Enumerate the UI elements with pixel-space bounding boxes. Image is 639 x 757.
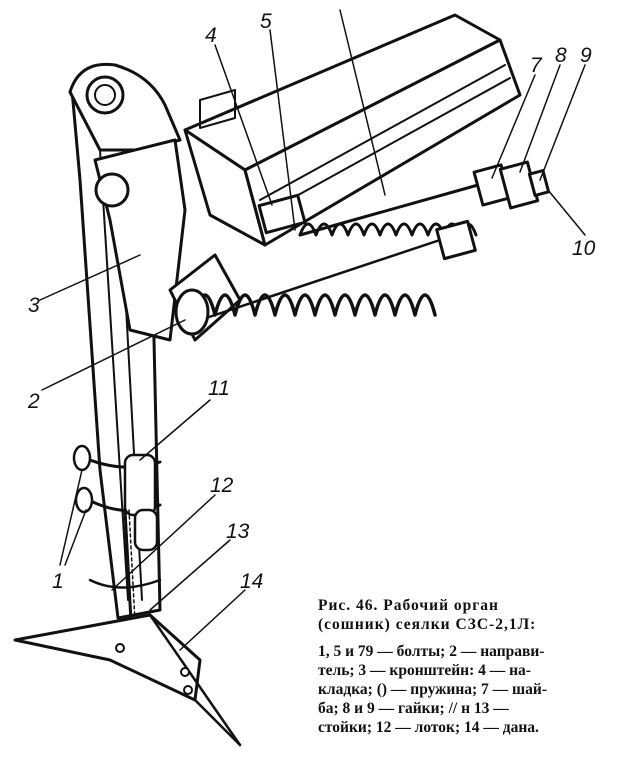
callout-14: 14 (240, 570, 263, 593)
callout-3: 3 (28, 294, 40, 317)
legend-line: 1, 5 и 79 — болты; 2 — направи- (318, 643, 545, 660)
guide-rod (168, 228, 472, 342)
callout-1: 1 (52, 570, 64, 593)
caption-title: Рис. 46. Рабочий орган (сошник) сеялки С… (318, 596, 630, 634)
legend-line: тель; 3 — кронштейн: 4 — на- (318, 662, 531, 679)
caption-title-line-1: Рис. 46. Рабочий орган (318, 597, 499, 614)
callout-8: 8 (555, 44, 567, 67)
callout-9: 9 (580, 44, 592, 67)
pivot-head (68, 62, 182, 152)
upper-spring (257, 160, 551, 237)
figure-caption: Рис. 46. Рабочий орган (сошник) сеялки С… (318, 596, 630, 737)
callout-12: 12 (210, 474, 234, 497)
lower-spring (174, 219, 477, 336)
bracket-plate (93, 138, 187, 342)
callout-2: 2 (27, 390, 40, 413)
legend-line: стойки; 12 — лоток; 14 — дана. (318, 719, 539, 736)
callout-7: 7 (530, 54, 543, 77)
callout-13: 13 (226, 520, 250, 543)
leader-lines (39, 9, 586, 651)
frame-beam (183, 13, 522, 247)
callout-5: 5 (260, 10, 272, 33)
caption-legend: 1, 5 и 79 — болты; 2 — направи- тель; 3 … (318, 642, 630, 737)
legend-line: кладка; () — пружина; 7 — шай- (318, 681, 547, 698)
caption-title-line-2: (сошник) сеялки СЗС-2,1Л: (318, 616, 537, 633)
callout-4: 4 (205, 24, 217, 47)
share-blade (13, 613, 242, 747)
callout-10: 10 (572, 237, 596, 260)
slot-plates (123, 453, 159, 552)
callout-11: 11 (208, 377, 230, 400)
legend-line: ба; 8 и 9 — гайки; // н 13 — (318, 700, 509, 717)
callout-labels: 1 2 3 4 5 7 8 9 10 11 12 13 14 (27, 10, 596, 593)
clamp-bolts (72, 444, 162, 589)
